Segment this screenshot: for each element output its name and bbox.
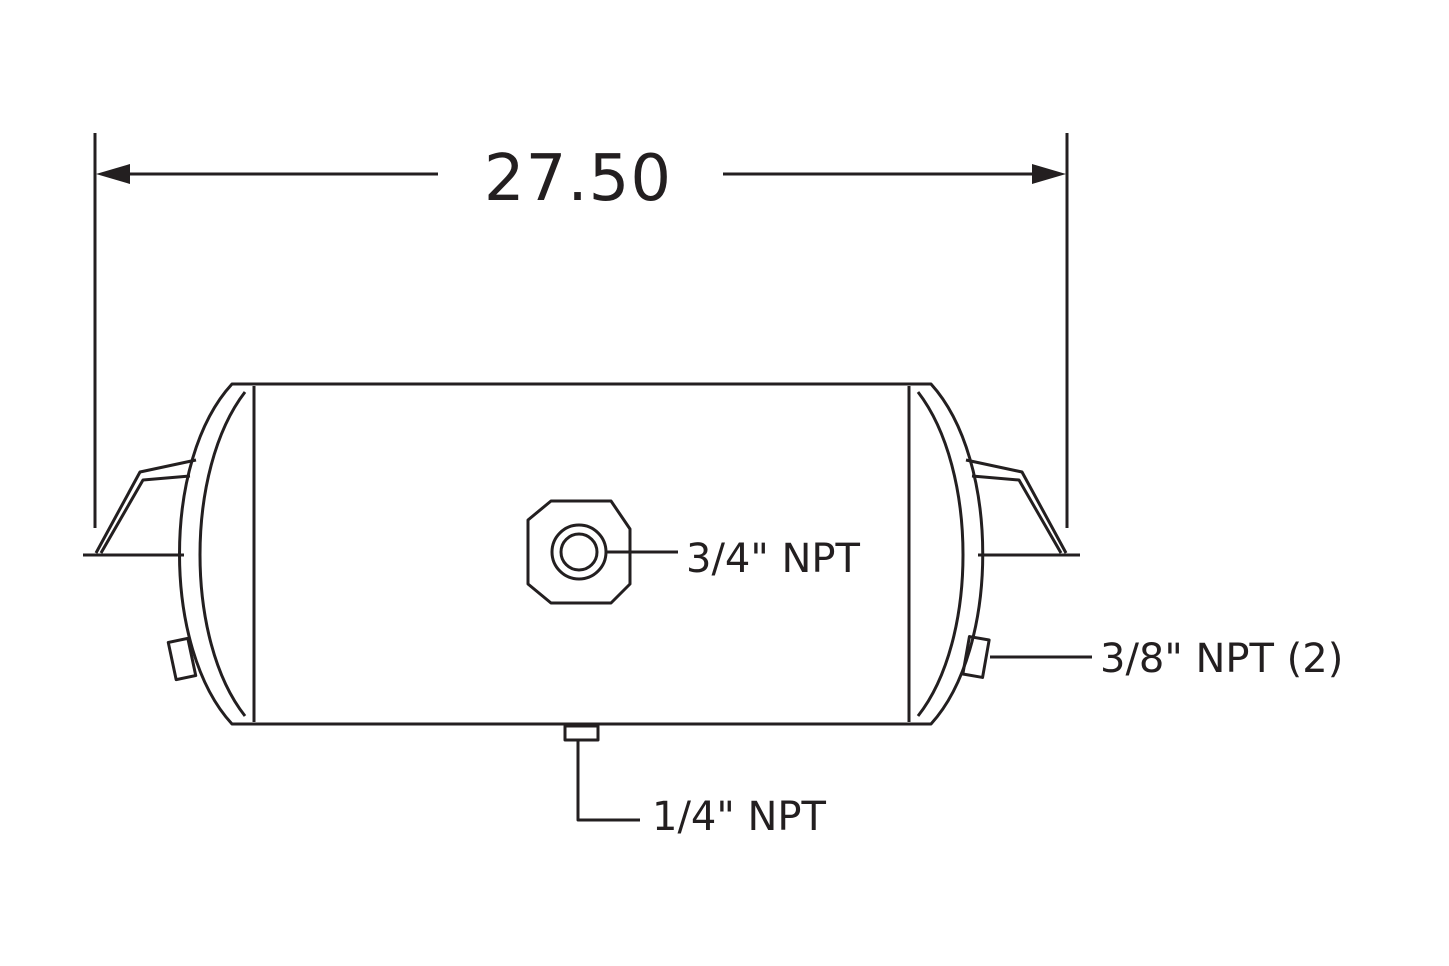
tank-body [178,382,985,726]
tank-outline [178,382,985,726]
bracket-right [965,458,1068,554]
top-port: 3/4" NPT [526,499,861,605]
top-port-fitting-inner [559,532,599,572]
tank-end-cap-right-inner [916,391,965,717]
bottom-port-leader-line [576,740,640,822]
top-port-label: 3/4" NPT [686,536,861,582]
bottom-port-label: 1/4" NPT [652,794,827,840]
overall-length-label: 27.50 [484,142,672,216]
dimension-arrowhead-right [1032,164,1066,184]
bottom-port-fitting [563,724,600,742]
length-dimension: 27.50 [93,133,1069,528]
bracket-right-inner [971,474,1063,554]
top-port-boss [526,499,632,605]
dimension-arrowhead-left [96,164,130,184]
end-ports: 3/8" NPT (2) [166,635,1343,682]
end-ports-label: 3/8" NPT (2) [1100,636,1343,682]
mounting-brackets [83,458,1080,557]
bracket-left [94,458,197,554]
bottom-port: 1/4" NPT [563,724,827,840]
tank-end-cap-left-inner [198,391,247,717]
end-port-left [166,636,198,682]
end-port-right [961,635,991,679]
bracket-left-inner [99,474,191,554]
